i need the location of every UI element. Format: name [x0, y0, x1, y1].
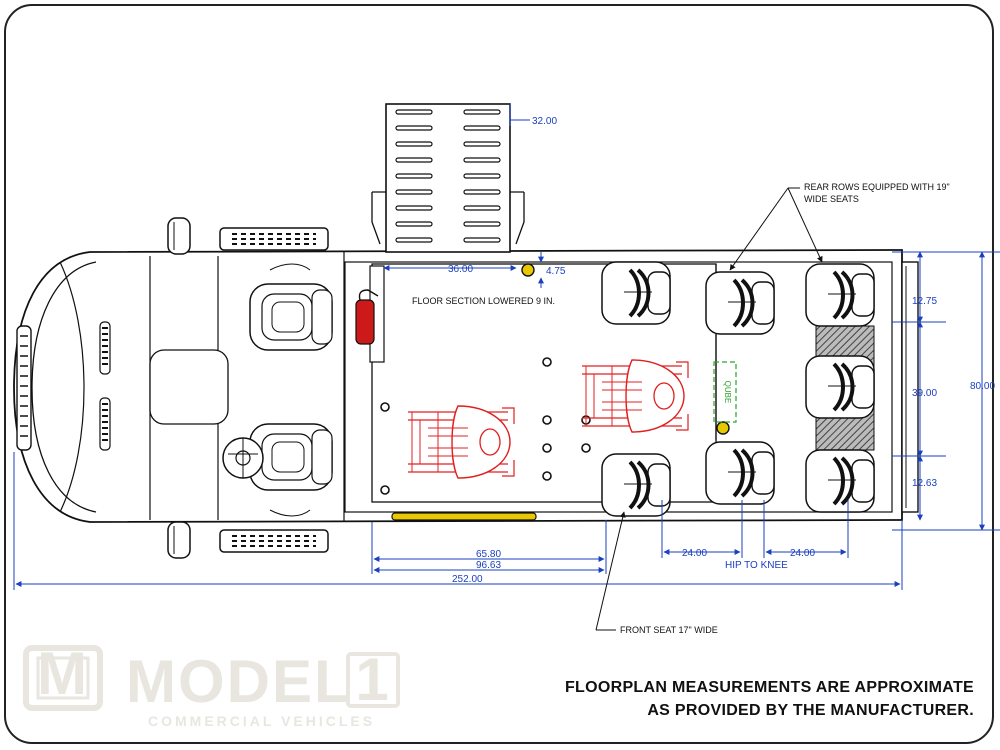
- dim-rear-seat-top: 12.75: [912, 296, 937, 307]
- page-frame: [4, 4, 994, 744]
- seat-row1-top: [600, 260, 672, 326]
- seat-row2-top: [704, 270, 776, 336]
- disclaimer-line1: FLOORPLAN MEASUREMENTS ARE APPROXIMATE: [564, 679, 974, 696]
- dim-seat-pitch-b: 24.00: [790, 548, 815, 559]
- seat-row2-bottom: [704, 440, 776, 506]
- dim-cabin-floor-length: 36.00: [448, 264, 473, 275]
- model1-logo: M MODEL 1 COMMERCIAL VEHICLES: [23, 644, 400, 729]
- logo-word: MODEL: [126, 648, 353, 715]
- dim-rear-seat-bottom: 12.63: [912, 478, 937, 489]
- seat-row3-middle: [804, 354, 876, 420]
- dim-rear-seat-middle: 39.00: [912, 388, 937, 399]
- dim-ramp-width: 32.00: [532, 116, 557, 127]
- logo-number: 1: [355, 646, 390, 713]
- passenger-seat: [249, 283, 333, 351]
- dim-overall-length: 252.00: [452, 574, 483, 585]
- seat-row3-top: [804, 262, 876, 328]
- disclaimer: FLOORPLAN MEASUREMENTS ARE APPROXIMATE A…: [565, 676, 974, 722]
- dim-to-second-row: 96.63: [476, 560, 501, 571]
- seat-row1-bottom: [600, 452, 672, 518]
- side-mirror-bottom: [167, 521, 191, 559]
- qube-zone: QUBE: [713, 361, 737, 423]
- dimension-lines: [13, 104, 1000, 590]
- dim-overall-width: 80.00: [970, 381, 995, 392]
- disclaimer-line2: AS PROVIDED BY THE MANUFACTURER.: [647, 702, 974, 719]
- leader-lines: [595, 187, 823, 631]
- dimension-labels: 32.00 36.00 4.75 12.75 39.00 12.63 80.00…: [448, 116, 995, 585]
- logo-tagline: COMMERCIAL VEHICLES: [148, 713, 375, 729]
- dim-to-front-seat: 65.80: [476, 549, 501, 560]
- qube-marker: [716, 421, 730, 435]
- running-board-step-bottom: [219, 529, 329, 553]
- post-marker: [521, 263, 535, 277]
- qube-label: QUBE: [723, 381, 732, 404]
- label-rear-rows-line2: WIDE SEATS: [804, 194, 859, 204]
- side-mirror-top: [167, 217, 191, 255]
- grab-bar: [391, 512, 537, 521]
- label-front-seat: FRONT SEAT 17" WIDE: [620, 625, 718, 635]
- label-hip-to-knee: HIP TO KNEE: [725, 560, 788, 571]
- label-floor-section: FLOOR SECTION LOWERED 9 IN.: [412, 296, 555, 306]
- fire-extinguisher-icon: [355, 265, 385, 363]
- rear-seats: [600, 260, 876, 518]
- wheelchair-ramp: [371, 103, 525, 253]
- seat-row3-bottom: [804, 448, 876, 514]
- dim-seat-pitch-a: 24.00: [682, 548, 707, 559]
- dim-post-offset: 4.75: [546, 266, 566, 277]
- front-grille: [16, 261, 229, 513]
- label-rear-rows-line1: REAR ROWS EQUIPPED WITH 19": [804, 182, 950, 192]
- running-board-step-top: [219, 227, 329, 251]
- driver-seat: [222, 423, 333, 491]
- logo-mark: M: [37, 644, 89, 707]
